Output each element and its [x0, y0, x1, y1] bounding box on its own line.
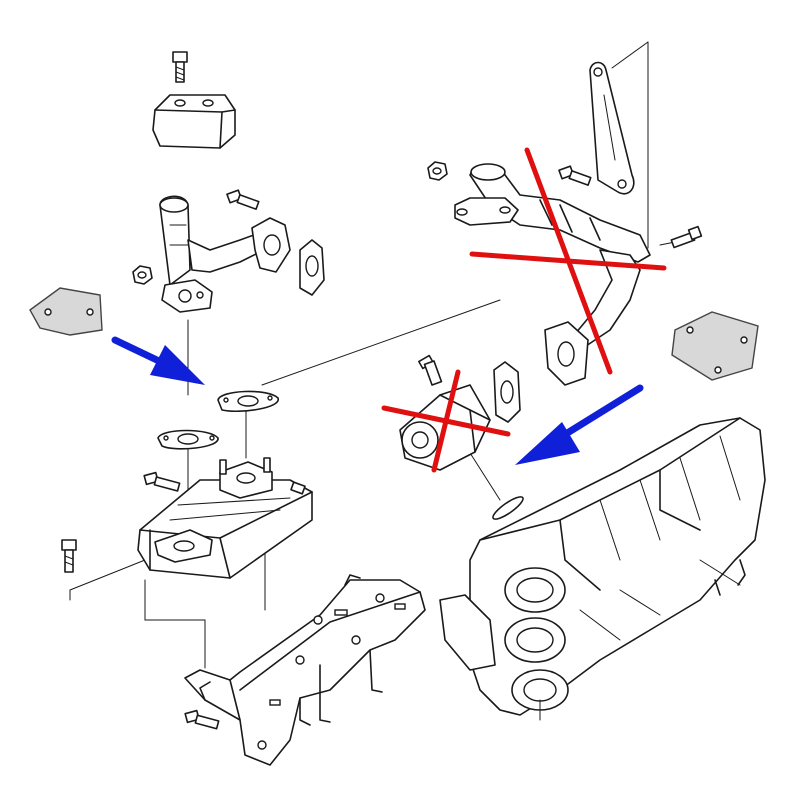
bolt-stay	[558, 165, 592, 186]
bolt-lower-left	[61, 539, 77, 573]
blanking-plate-right	[671, 311, 759, 381]
gasket-center-top	[217, 390, 279, 413]
bolt-top	[172, 51, 188, 83]
blanking-plate-left	[29, 287, 103, 336]
bolt-cooler-flange	[290, 481, 306, 495]
bolt-pipe-left	[226, 189, 260, 210]
gasket-center-bottom	[157, 429, 219, 450]
bolt-pipe-right	[670, 225, 703, 249]
cross-mark-pipe	[469, 147, 667, 375]
egr-pipe-right	[454, 163, 651, 386]
cylinder-head	[439, 417, 766, 721]
gasket-left-upper	[299, 239, 325, 296]
bolt-cooler	[143, 471, 181, 492]
support-stay	[589, 61, 635, 195]
egr-cooler	[137, 457, 313, 579]
gasket-valve	[493, 361, 521, 423]
nut-left	[132, 265, 153, 285]
egr-pipe-left	[159, 195, 291, 313]
bolt-bracket-bottom	[184, 709, 220, 730]
o-ring	[492, 496, 524, 520]
nut-right	[427, 161, 448, 181]
bolt-valve	[418, 354, 443, 386]
bracket-block	[152, 94, 236, 149]
cross-mark-valve	[381, 369, 511, 473]
support-bracket	[184, 574, 426, 766]
arrow-left	[111, 336, 205, 385]
arrow-right	[515, 384, 644, 465]
